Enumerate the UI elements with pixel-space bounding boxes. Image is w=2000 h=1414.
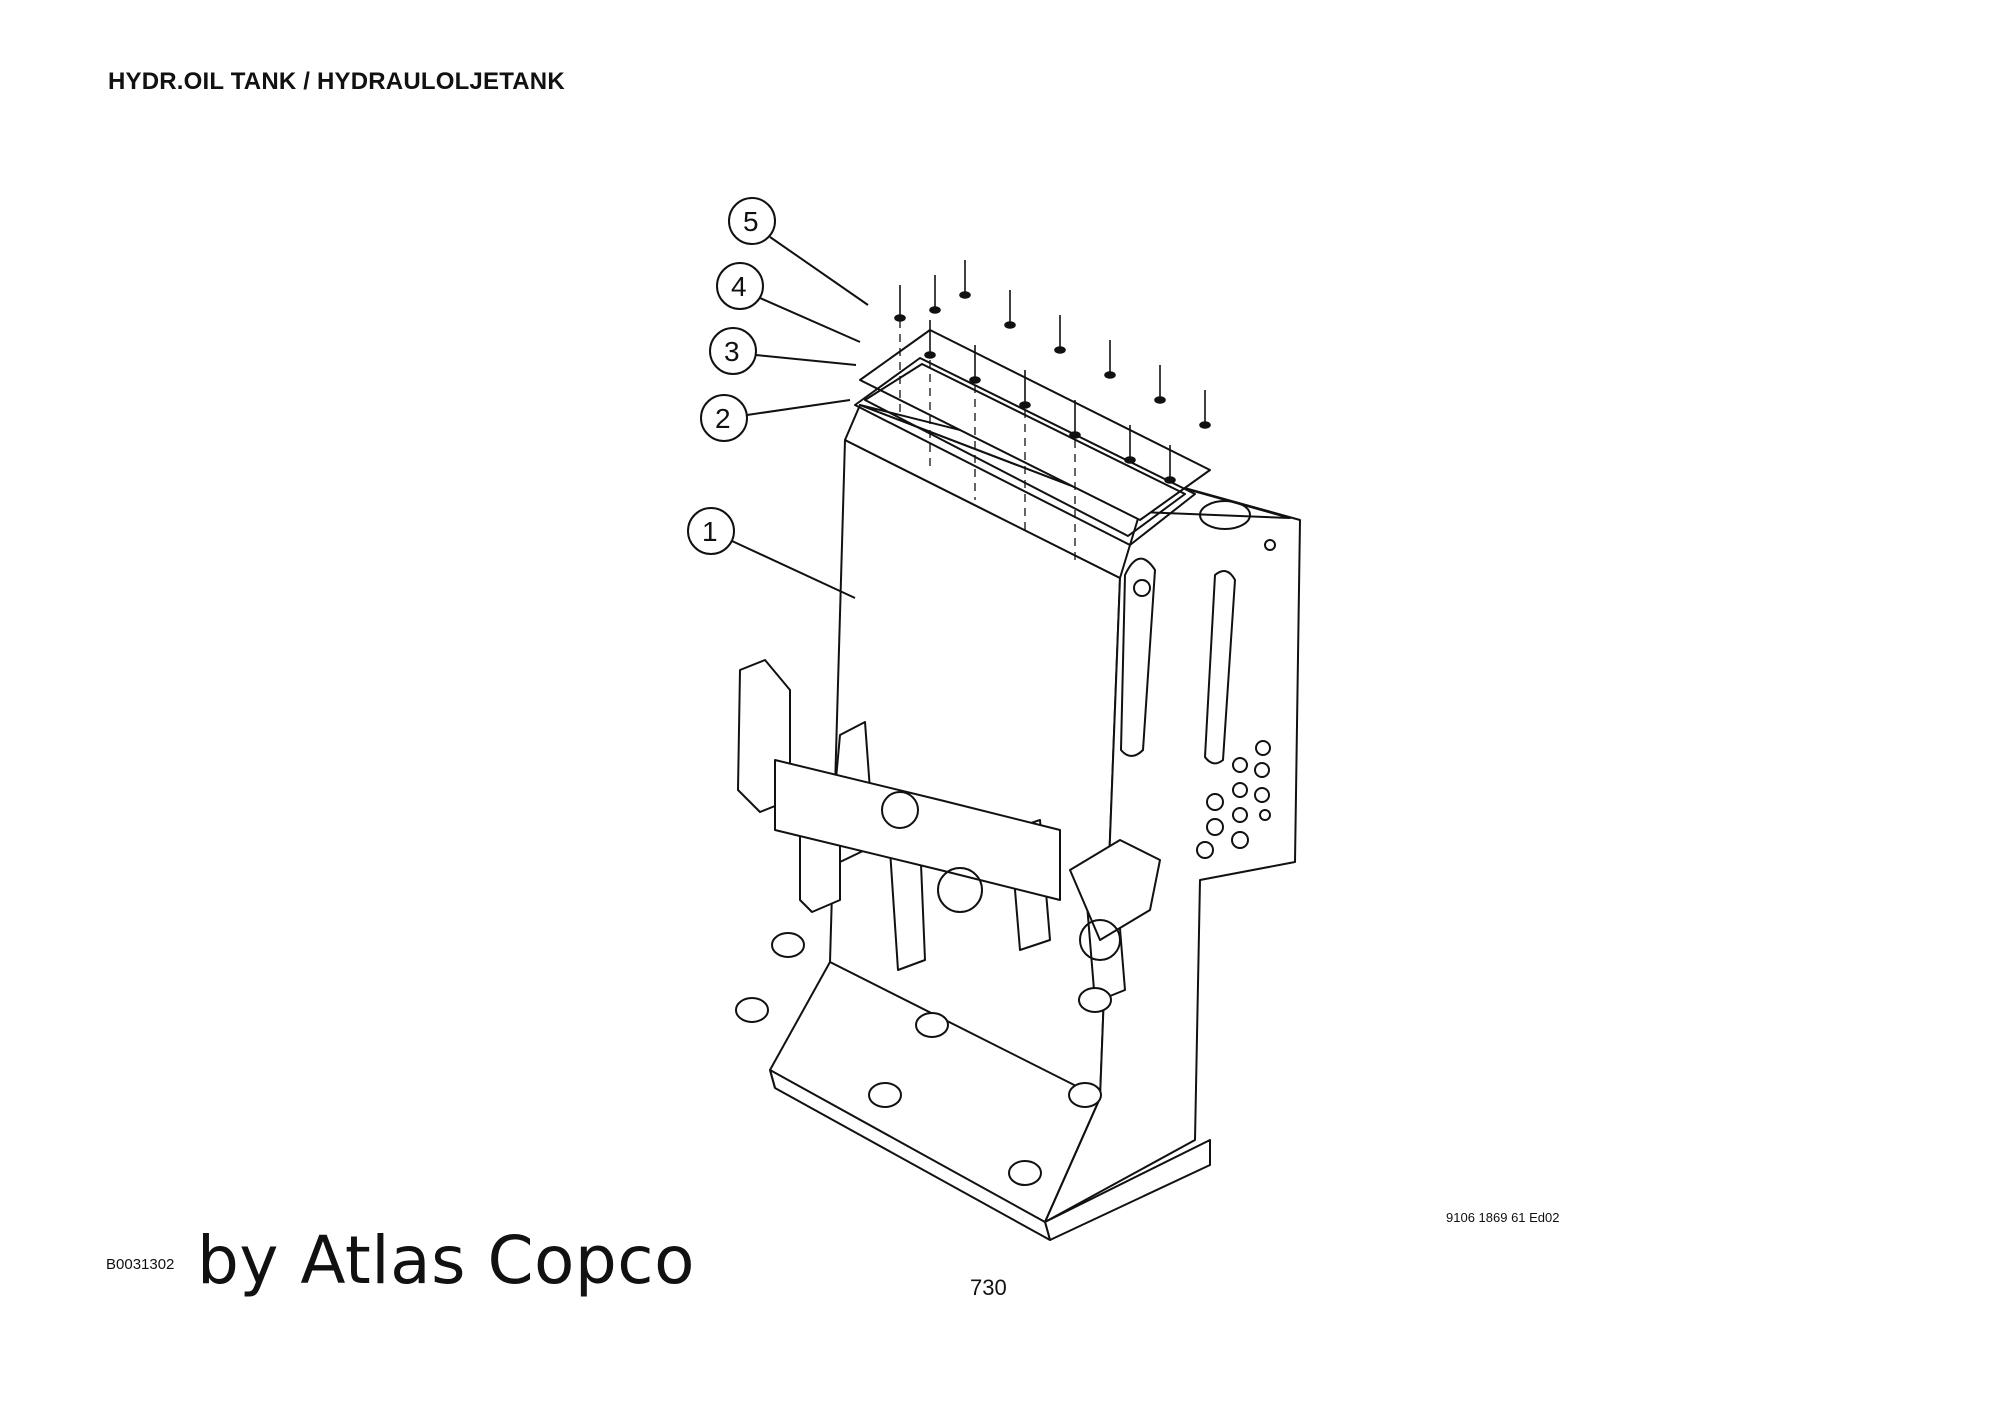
cross-frame [737,659,1161,1003]
callout-2: 2 [715,403,731,434]
top-cover-plate [854,329,1211,546]
side-brackets [1120,557,1236,765]
image-code: B0031302 [106,1256,175,1273]
page-number: 730 [970,1275,1007,1300]
drawing-number: 9106 1869 61 Ed02 [1446,1210,1560,1225]
page-title: HYDR.OIL TANK / HYDRAULOLJETANK [108,68,565,95]
fittings [735,539,1276,1186]
callout-5: 5 [743,206,759,237]
callout-bubbles [687,197,869,599]
callout-4: 4 [731,271,747,302]
callout-1: 1 [702,516,718,547]
callout-3: 3 [724,336,740,367]
brand-text: by Atlas Copco [197,1222,695,1299]
screw-set [894,260,1211,560]
